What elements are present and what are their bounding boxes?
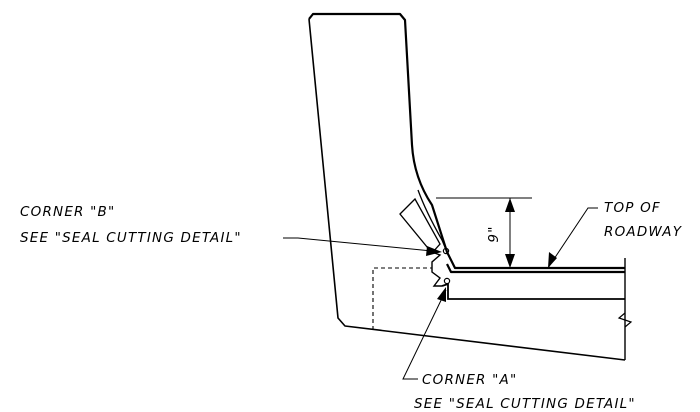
roadway-leader	[547, 207, 598, 269]
deck-slab	[441, 282, 625, 300]
corner-a-reference: SEE "SEAL CUTTING DETAIL"	[414, 396, 636, 412]
seal-block	[399, 197, 441, 255]
corner-a-leader	[402, 289, 447, 380]
corner-b-label: CORNER "B"	[20, 204, 115, 220]
top-of-label: TOP OF	[604, 200, 661, 216]
roadway-leader-arrow	[548, 252, 557, 268]
deck-end-notch	[431, 251, 442, 287]
corner-b-leader	[283, 237, 433, 252]
corner-b-reference: SEE "SEAL CUTTING DETAIL"	[20, 230, 242, 246]
dimension-arrow-top	[505, 198, 515, 212]
seal-inner-edge	[417, 189, 448, 253]
barrier-outline	[308, 12, 625, 274]
corner-a-leader-arrow	[437, 287, 446, 302]
corner-b-marker	[442, 247, 450, 255]
corner-a-label: CORNER "A"	[422, 372, 517, 388]
corner-b-leader-arrow	[426, 246, 442, 256]
dimension-label: 9"	[486, 225, 502, 242]
break-mark	[617, 312, 633, 328]
dimension-arrow-bottom	[505, 254, 515, 268]
hidden-line	[372, 267, 432, 330]
roadway-label: ROADWAY	[604, 224, 683, 240]
barrier-back-face	[308, 18, 626, 361]
